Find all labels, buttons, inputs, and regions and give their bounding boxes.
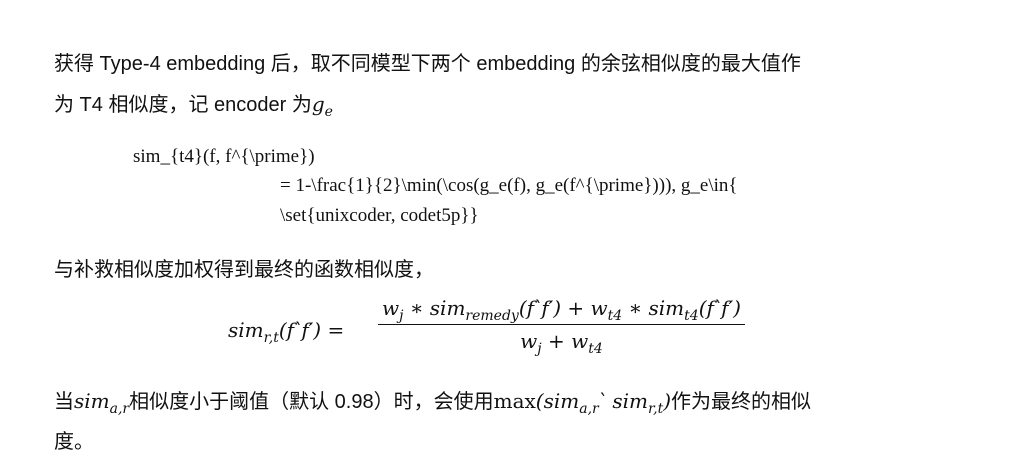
- numerator: wj ∗ simremedy(f՝f′) + wt4 ∗ simt4(f՝f′): [378, 296, 745, 325]
- paragraph-line: 与补救相似度加权得到最终的函数相似度，: [54, 259, 434, 281]
- paragraph-line: 为 T4 相似度，记 encoder 为ge: [54, 88, 333, 120]
- paragraph-line: 度。: [54, 431, 94, 453]
- formula-line: \set{unixcoder, codet5p}}: [280, 205, 479, 226]
- math-ge: ge: [311, 92, 333, 120]
- math-max: max(sima,r՝ simr,t): [493, 389, 672, 417]
- formula-line: = 1-\frac{1}{2}\min(\cos(g_e(f), g_e(f^{…: [280, 175, 738, 196]
- fraction: wj ∗ simremedy(f՝f′) + wt4 ∗ simt4(f՝f′)…: [378, 296, 745, 357]
- paragraph-line: 当sima,r相似度小于阈值（默认 0.98）时，会使用max(sima,r՝ …: [54, 389, 812, 417]
- denominator: wj + wt4: [520, 329, 603, 357]
- text: 为 T4 相似度，记 encoder 为: [54, 94, 312, 116]
- paragraph-line: 获得 Type-4 embedding 后，取不同模型下两个 embedding…: [54, 53, 801, 75]
- formula-line: sim_{t4}(f, f^{\prime}): [133, 146, 315, 167]
- math-sim-ar: sima,r: [74, 389, 130, 417]
- formula-lhs: simr,t(f՝f′) =: [228, 318, 345, 346]
